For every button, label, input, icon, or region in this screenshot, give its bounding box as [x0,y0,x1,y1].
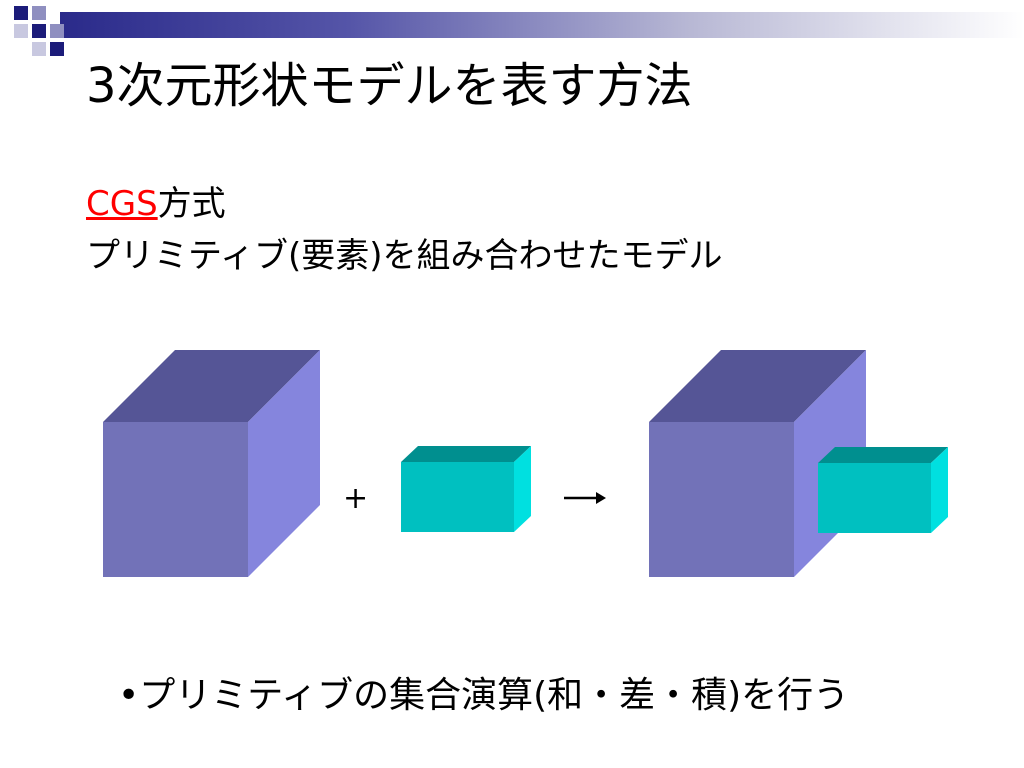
box-top-face [401,446,531,462]
plus-sign: + [343,481,369,516]
attached-box [818,447,948,533]
decor-square [50,24,64,38]
cube-front-face [649,422,794,577]
slide-title: 3次元形状モデルを表す方法 [86,58,693,114]
decor-square [32,24,46,38]
box-front-face [401,462,514,532]
cube-top-face [649,350,866,422]
decor-square [32,6,46,20]
small-box [401,446,531,532]
decor-square [14,24,28,38]
box-front-face [818,463,931,533]
large-cube-left [103,350,320,577]
cube-front-face [103,422,248,577]
decor-square [14,6,28,20]
description: プリミティブ(要素)を組み合わせたモデル [86,236,723,276]
box-side-face [931,447,948,533]
subtitle-rest: 方式 [157,184,226,224]
cube-top-face [103,350,320,422]
decor-square [50,42,64,56]
box-side-face [514,446,531,532]
subtitle: CGS方式 [86,184,226,225]
cube-side-face [248,350,320,577]
box-top-face [818,447,948,463]
decor-square [32,42,46,56]
bullet-text: •プリミティブの集合演算(和・差・積)を行う [118,675,850,716]
cgs-link[interactable]: CGS [86,184,158,224]
large-cube-right [649,350,866,577]
header-gradient-bar [60,12,1024,38]
arrow-icon [564,492,606,504]
